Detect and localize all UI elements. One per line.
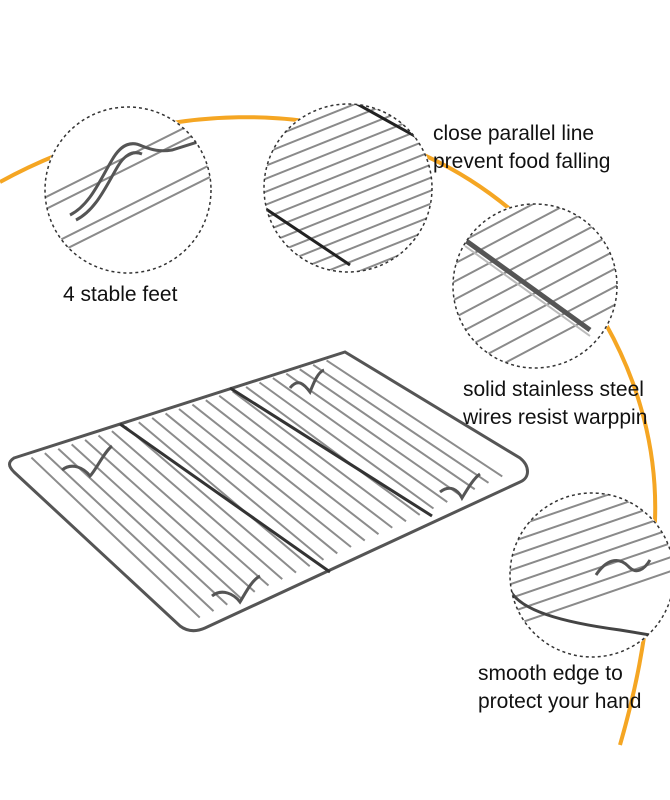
rack-crossbar-1 <box>119 422 331 574</box>
detail-wire <box>264 156 432 238</box>
rack-wire <box>245 386 421 516</box>
rack-wire <box>57 448 228 606</box>
detail-circle-parallel-border <box>263 103 433 273</box>
rack-frame <box>8 350 529 633</box>
rack-wire <box>299 368 476 491</box>
detail-wire <box>510 539 670 601</box>
callout-steel-line-2: wires resist warppin <box>463 406 648 429</box>
rack-wire <box>272 377 448 503</box>
callout-steel-line-1: solid stainless steel <box>463 378 644 401</box>
detail-wire <box>453 229 617 321</box>
detail-circle-steel <box>453 204 617 368</box>
rack-wire <box>84 439 256 593</box>
rack-wire <box>191 403 366 542</box>
cooling-rack <box>8 350 529 633</box>
detail-wire <box>264 130 432 212</box>
rack-wire <box>164 412 338 555</box>
rack-wire <box>258 381 435 510</box>
detail-wire <box>264 208 432 272</box>
rack-wire <box>30 456 201 619</box>
detail-wire <box>510 493 670 531</box>
rack-wire <box>285 372 462 497</box>
rack-wire <box>232 390 407 523</box>
detail-wire <box>510 511 670 573</box>
detail-circle-feet-border <box>44 106 212 274</box>
callout-edge-line-1: smooth edge to <box>478 662 623 685</box>
detail-wire <box>453 265 617 357</box>
detail-wire <box>453 211 617 303</box>
detail-wire <box>510 525 670 587</box>
rack-wire <box>124 425 297 574</box>
rack-wire <box>111 430 283 580</box>
callout-edge-line-2: protect your hand <box>478 690 642 713</box>
detail-circle-feet <box>45 109 211 263</box>
rack-crossbar-2 <box>229 386 433 518</box>
detail-wire <box>453 301 617 368</box>
detail-wire <box>264 169 432 251</box>
rack-wire <box>70 443 242 600</box>
rack-wire <box>97 434 270 587</box>
detail-circle-steel-border <box>452 203 618 369</box>
detail-circle-edge-border <box>509 492 670 658</box>
callout-feet-line-1: 4 stable feet <box>63 283 178 306</box>
detail-wire <box>453 204 617 249</box>
detail-wire <box>510 553 670 615</box>
callout-parallel-line-1: close parallel line <box>433 122 595 145</box>
detail-wire <box>264 104 432 160</box>
rack-feet <box>61 368 481 605</box>
detail-wire <box>264 143 432 225</box>
callout-edge: smooth edge to protect your hand <box>478 660 641 716</box>
callout-parallel: close parallel line prevent food falling <box>433 120 610 176</box>
detail-wire <box>510 567 670 629</box>
rack-wire <box>138 421 311 568</box>
callout-steel: solid stainless steel wires resist warpp… <box>463 376 647 432</box>
rack-wire <box>205 399 380 535</box>
rack-wire <box>326 359 503 478</box>
callout-parallel-line-2: prevent food falling <box>433 150 611 173</box>
callout-feet: 4 stable feet <box>63 281 177 309</box>
rack-wire <box>312 364 490 484</box>
rack-wire <box>178 408 352 548</box>
rack-wire <box>218 394 393 529</box>
detail-circle-edge <box>510 493 670 642</box>
rack-wire <box>44 452 215 612</box>
rack-wire <box>151 417 325 561</box>
